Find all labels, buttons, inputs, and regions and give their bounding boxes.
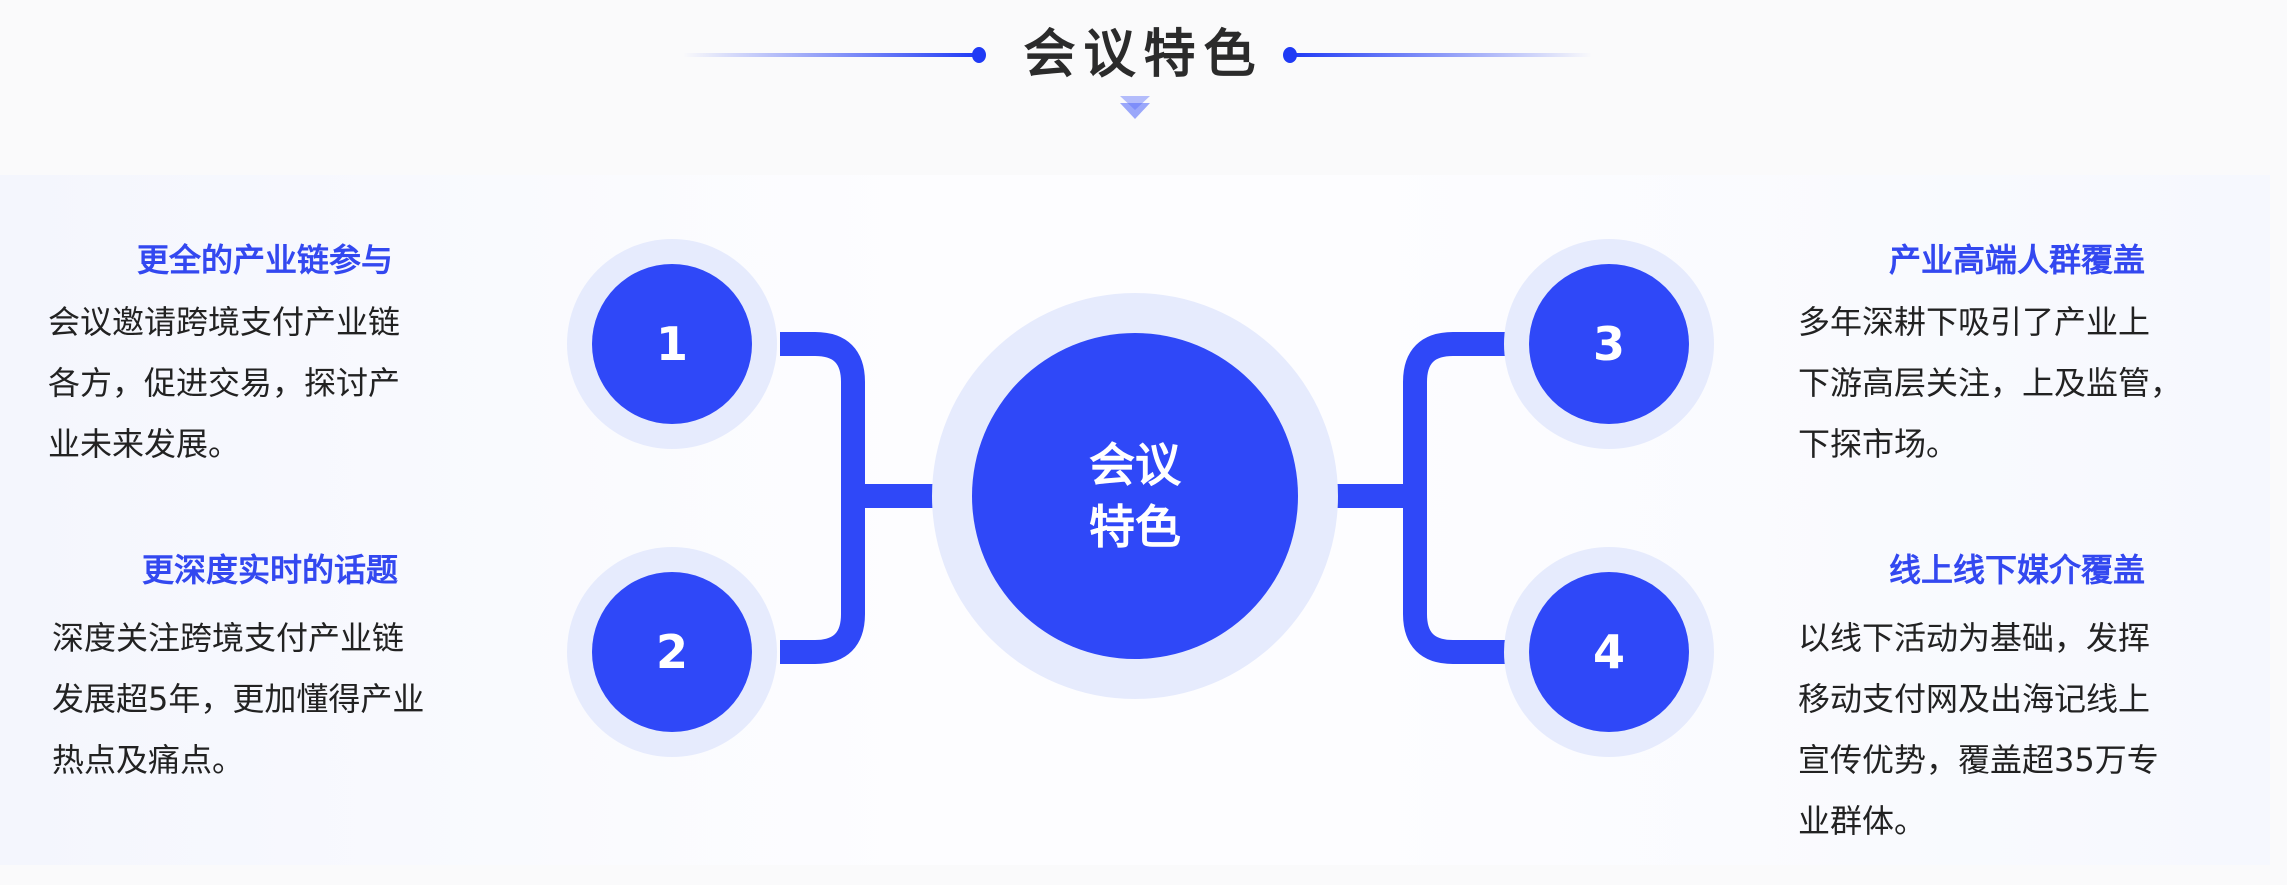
description-line: 深度关注跨境支付产业链: [52, 619, 405, 657]
feature-2-badge: 2: [592, 572, 752, 732]
description-line: 业群体。: [1798, 802, 1927, 840]
feature-1-badge: 1: [592, 264, 752, 424]
center-circle: 会议 特色: [972, 333, 1298, 659]
title-decor-line-left: [683, 53, 978, 57]
feature-2-description: 深度关注跨境支付产业链 发展超5年，更加懂得产业 热点及痛点。: [52, 608, 522, 791]
description-line: 发展超5年，更加懂得产业: [52, 680, 425, 718]
description-line: 各方，促进交易，探讨产: [48, 364, 401, 402]
description-line: 下探市场。: [1798, 425, 1959, 463]
feature-1-heading: 更全的产业链参与: [136, 241, 393, 279]
description-line: 会议邀请跨境支付产业链: [48, 303, 401, 341]
center-label-line1: 会议: [1089, 438, 1181, 492]
connector-right: [1335, 332, 1507, 664]
title-decor-line-right: [1292, 53, 1592, 57]
section-title: 会议特色: [1023, 25, 1264, 85]
feature-4-badge: 4: [1529, 572, 1689, 732]
description-line: 多年深耕下吸引了产业上: [1798, 303, 2151, 341]
description-line: 业未来发展。: [48, 425, 241, 463]
title-decor-dot-left: [972, 47, 986, 63]
feature-2-heading: 更深度实时的话题: [141, 551, 398, 589]
chevron-down-icon: [1120, 103, 1150, 119]
connector-left: [780, 332, 940, 664]
feature-3-heading: 产业高端人群覆盖: [1888, 241, 2145, 279]
description-line: 移动支付网及出海记线上: [1798, 680, 2151, 718]
feature-3-description: 多年深耕下吸引了产业上 下游高层关注，上及监管， 下探市场。: [1798, 292, 2268, 475]
feature-4-description: 以线下活动为基础，发挥 移动支付网及出海记线上 宣传优势，覆盖超35万专 业群体…: [1798, 608, 2268, 852]
description-line: 以线下活动为基础，发挥: [1798, 619, 2151, 657]
description-line: 宣传优势，覆盖超35万专: [1798, 741, 2159, 779]
feature-4-heading: 线上线下媒介覆盖: [1888, 551, 2145, 589]
center-label-line2: 特色: [1089, 500, 1181, 554]
feature-1-description: 会议邀请跨境支付产业链 各方，促进交易，探讨产 业未来发展。: [48, 292, 518, 475]
description-line: 热点及痛点。: [52, 741, 245, 779]
feature-3-badge: 3: [1529, 264, 1689, 424]
description-line: 下游高层关注，上及监管，: [1798, 364, 2183, 402]
title-decor-dot-right: [1283, 47, 1297, 63]
